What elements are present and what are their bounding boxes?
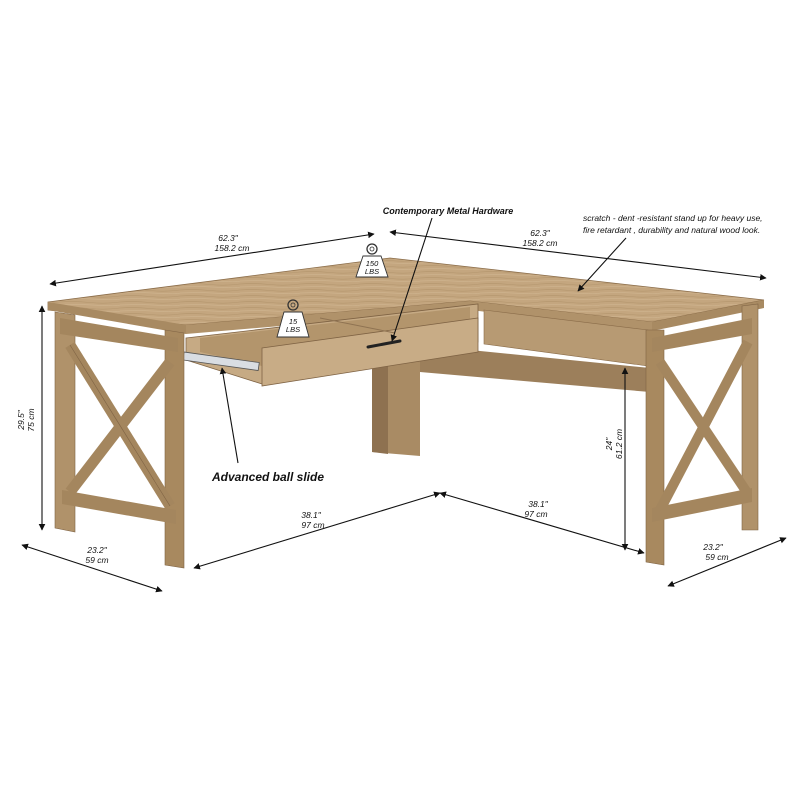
dim-line-right-depth bbox=[667, 537, 787, 587]
dim-inner-right-in: 38.1" bbox=[528, 499, 549, 509]
dim-knee-height-cm: 61.2 cm bbox=[614, 429, 624, 459]
dim-right-depth-cm: 59 cm bbox=[705, 552, 728, 562]
callout-ball-slide: Advanced ball slide bbox=[211, 470, 324, 484]
weight-icon bbox=[276, 311, 310, 338]
drawer-handle bbox=[366, 339, 402, 349]
callout-surface-pointer bbox=[577, 237, 627, 292]
desk-illustration bbox=[47, 257, 765, 569]
weight-badge-drawer: 15 LBS bbox=[276, 299, 310, 338]
weight-ring-icon bbox=[366, 243, 378, 255]
dim-inner-right-cm: 97 cm bbox=[524, 509, 547, 519]
callout-hardware: Contemporary Metal Hardware bbox=[383, 206, 514, 216]
dim-line-top-left bbox=[49, 231, 375, 287]
left-end-frame bbox=[54, 311, 185, 569]
dim-left-depth-in: 23.2" bbox=[86, 545, 108, 555]
weight-drawer-value: 15 bbox=[289, 317, 298, 326]
dim-line-inner-right bbox=[439, 491, 645, 555]
desktop-front-edge-left bbox=[48, 302, 186, 334]
weight-desktop-unit: LBS bbox=[365, 267, 379, 276]
dim-top-left-cm: 158.2 cm bbox=[215, 243, 250, 253]
dim-top-left-in: 62.3" bbox=[218, 233, 239, 243]
dim-line-left-depth bbox=[21, 543, 163, 593]
dim-height-cm: 75 cm bbox=[26, 408, 36, 431]
dim-inner-left-in: 38.1" bbox=[301, 510, 322, 520]
right-end-frame bbox=[645, 303, 759, 566]
dim-right-depth-in: 23.2" bbox=[702, 542, 724, 552]
weight-ring-icon bbox=[287, 299, 299, 311]
dim-left-depth-cm: 59 cm bbox=[85, 555, 108, 565]
drawer-front bbox=[261, 317, 479, 387]
callout-hardware-pointer bbox=[390, 217, 433, 342]
dim-knee-height-in: 24" bbox=[604, 437, 614, 451]
dim-line-top-right bbox=[389, 229, 767, 281]
desktop-front-edge-right bbox=[652, 300, 764, 331]
dim-top-right-in: 62.3" bbox=[530, 228, 551, 238]
back-panel bbox=[420, 345, 650, 392]
callout-surface-line1: scratch - dent -resistant stand up for h… bbox=[583, 213, 763, 223]
callout-ball-slide-pointer bbox=[219, 367, 239, 464]
dim-top-right-cm: 158.2 cm bbox=[523, 238, 558, 248]
dim-height-in: 29.5" bbox=[16, 409, 26, 431]
dim-line-inner-left bbox=[193, 491, 441, 570]
callout-surface-line2: fire retardant , durability and natural … bbox=[583, 225, 760, 235]
weight-drawer-unit: LBS bbox=[286, 325, 300, 334]
dim-inner-left-cm: 97 cm bbox=[301, 520, 324, 530]
